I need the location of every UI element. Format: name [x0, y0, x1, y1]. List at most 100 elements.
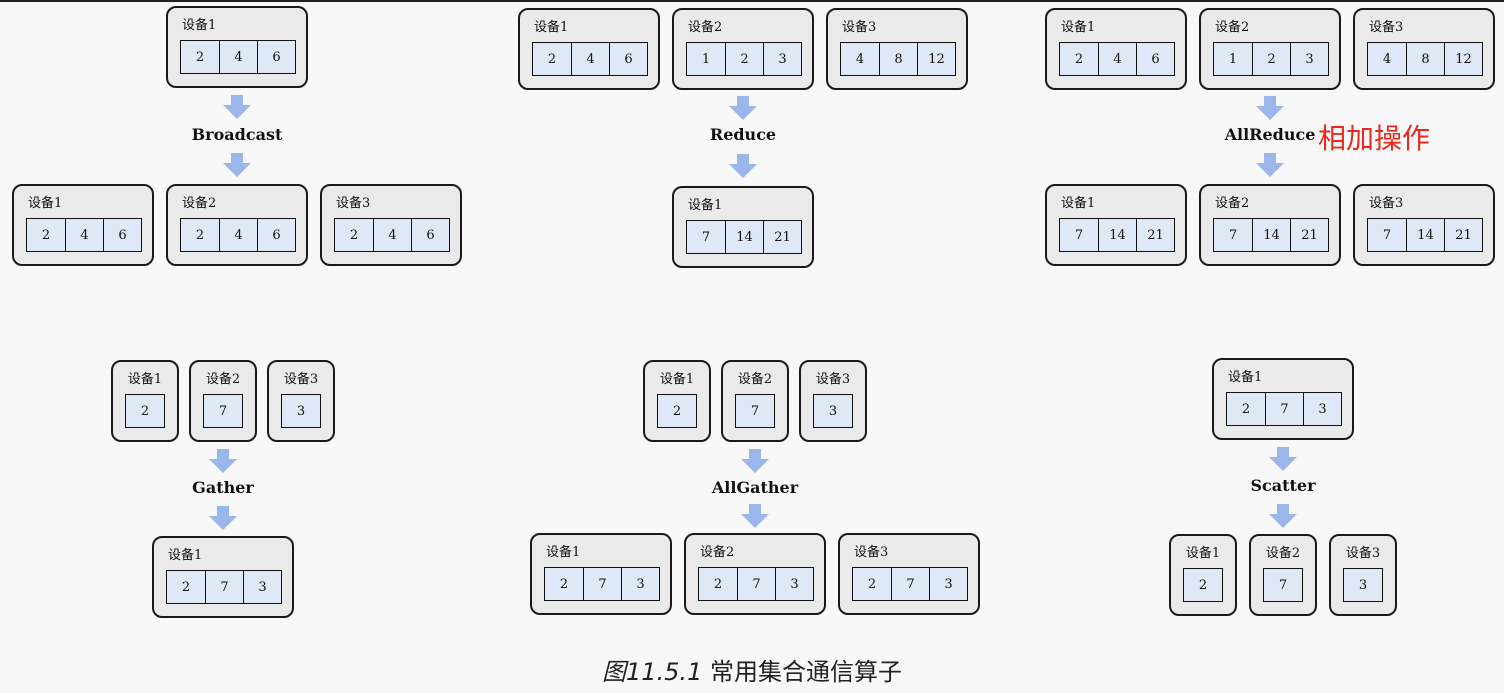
- data-cell: 2: [725, 43, 763, 75]
- data-cell: 1: [1228, 51, 1238, 67]
- data-cell: 3: [828, 403, 838, 419]
- data-cell: 4: [219, 41, 257, 73]
- data-array: 3: [281, 394, 321, 428]
- caption-title: 常用集合通信算子: [709, 658, 902, 686]
- down-arrow-icon: [1256, 153, 1284, 177]
- down-arrow-icon: [223, 95, 251, 119]
- data-cell: 2: [195, 227, 205, 243]
- data-cell: 6: [257, 219, 295, 251]
- data-cell: 3: [763, 43, 801, 75]
- device-label: 设备1: [1228, 370, 1263, 385]
- device-label: 设备3: [854, 545, 889, 560]
- data-cell: 7: [583, 568, 621, 600]
- device-label: 设备2: [1265, 546, 1301, 561]
- data-array: 2: [1183, 568, 1223, 602]
- device-label: 设备3: [1369, 20, 1404, 35]
- data-cell: 3: [775, 568, 813, 600]
- device-label: 设备1: [168, 548, 203, 563]
- data-array: 3: [1343, 568, 1383, 602]
- device-label: 设备2: [1215, 196, 1250, 211]
- data-cell: 2: [672, 403, 682, 419]
- data-cell: 4: [219, 219, 257, 251]
- data-cell: 14: [1252, 219, 1290, 251]
- data-cell: 2: [547, 51, 557, 67]
- device-label: 设备3: [842, 20, 877, 35]
- data-cell: 6: [257, 41, 295, 73]
- data-cell: 7: [218, 403, 228, 419]
- data-cell: 6: [1136, 43, 1174, 75]
- device-label: 设备3: [336, 196, 371, 211]
- data-cell: 6: [609, 43, 647, 75]
- data-cell: 3: [929, 568, 967, 600]
- top-border-line: [0, 0, 1504, 2]
- data-cell: 7: [1074, 227, 1084, 243]
- data-cell: 8: [879, 43, 917, 75]
- device-label: 设备1: [546, 545, 581, 560]
- data-array: 7: [203, 394, 243, 428]
- data-array: 2: [125, 394, 165, 428]
- data-cell: 2: [1241, 401, 1251, 417]
- data-cell: 4: [1382, 51, 1392, 67]
- data-cell: 7: [205, 571, 243, 603]
- down-arrow-icon: [741, 504, 769, 528]
- figure-caption: 图11.5.1 常用集合通信算子: [0, 652, 1504, 687]
- data-cell: 2: [559, 576, 569, 592]
- data-cell: 7: [1228, 227, 1238, 243]
- data-array: 7: [735, 394, 775, 428]
- data-cell: 3: [296, 403, 306, 419]
- down-arrow-icon: [1256, 96, 1284, 120]
- data-cell: 14: [1406, 219, 1444, 251]
- data-cell: 14: [1098, 219, 1136, 251]
- data-array: 2: [657, 394, 697, 428]
- data-cell: 7: [1265, 393, 1303, 425]
- data-cell: 4: [373, 219, 411, 251]
- down-arrow-icon: [209, 449, 237, 473]
- data-array: 7: [1263, 568, 1303, 602]
- data-cell: 4: [855, 51, 865, 67]
- device-label: 设备3: [283, 372, 319, 387]
- device-label: 设备1: [1185, 546, 1221, 561]
- device-label: 设备1: [534, 20, 569, 35]
- device-label: 设备2: [688, 20, 723, 35]
- data-cell: 4: [571, 43, 609, 75]
- operation-label: Reduce: [709, 125, 777, 144]
- data-cell: 4: [65, 219, 103, 251]
- data-cell: 12: [917, 43, 955, 75]
- operation-label: AllGather: [711, 478, 799, 497]
- device-label: 设备3: [1369, 196, 1404, 211]
- data-cell: 7: [737, 568, 775, 600]
- operation-label: Broadcast: [191, 125, 283, 144]
- data-cell: 1: [701, 51, 711, 67]
- operation-label: Scatter: [1250, 476, 1316, 495]
- device-label: 设备3: [1345, 546, 1381, 561]
- operation-label: AllReduce: [1224, 125, 1316, 144]
- data-cell: 21: [763, 221, 801, 253]
